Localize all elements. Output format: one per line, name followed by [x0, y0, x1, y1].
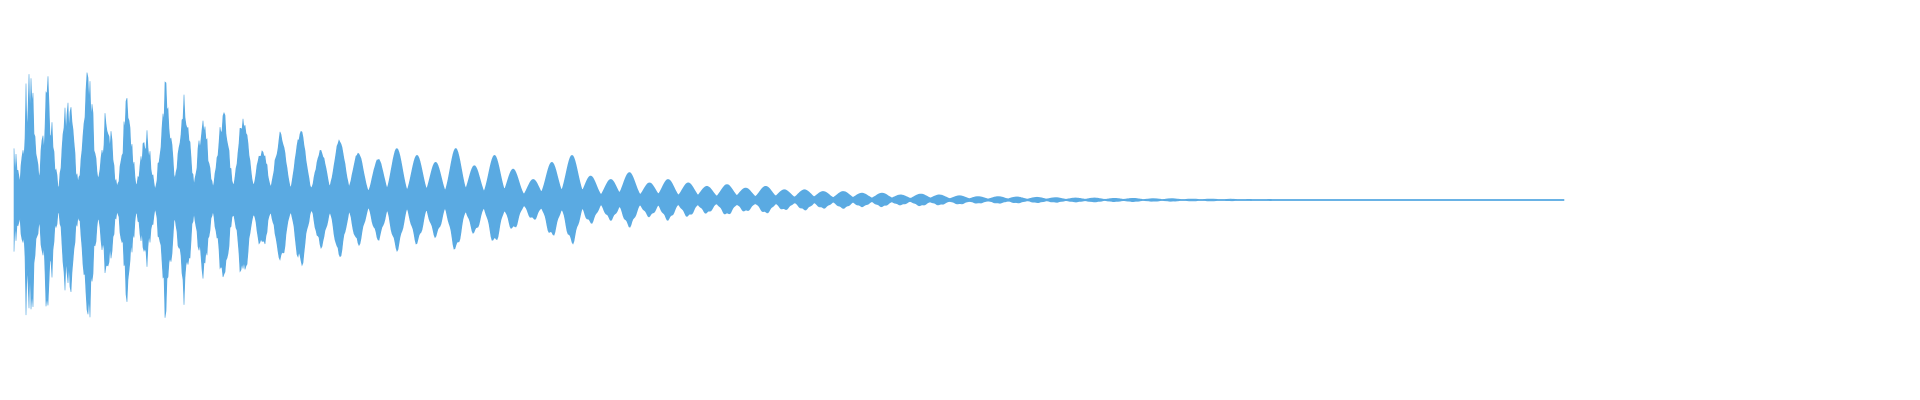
waveform-shape [13, 72, 1565, 318]
